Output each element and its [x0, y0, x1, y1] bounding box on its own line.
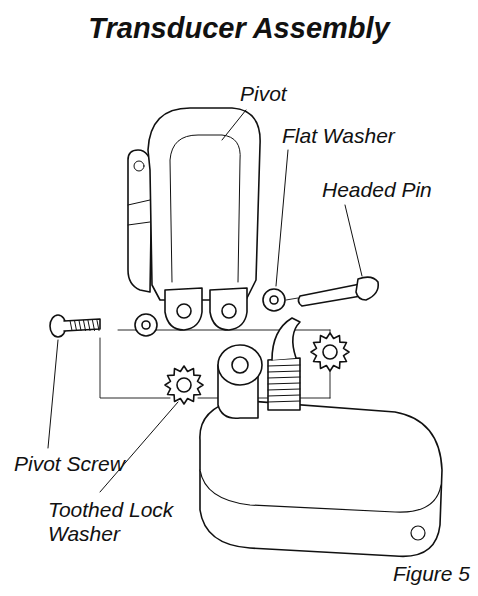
transducer-body: [200, 318, 442, 556]
flat-washer: [135, 289, 285, 336]
part-label: Toothed Lock Washer: [48, 498, 198, 546]
headed-pin: [298, 277, 378, 306]
part-label: Pivot: [240, 82, 287, 106]
pivot-screw: [50, 315, 100, 337]
part-label: Pivot Screw: [14, 452, 125, 476]
part-label: Headed Pin: [322, 178, 432, 202]
diagram-title: Transducer Assembly: [88, 12, 389, 45]
part-label: Flat Washer: [282, 124, 395, 148]
figure-caption: Figure 5: [393, 562, 470, 586]
pivot-bracket: [128, 108, 260, 330]
leader-lines: [48, 110, 362, 492]
